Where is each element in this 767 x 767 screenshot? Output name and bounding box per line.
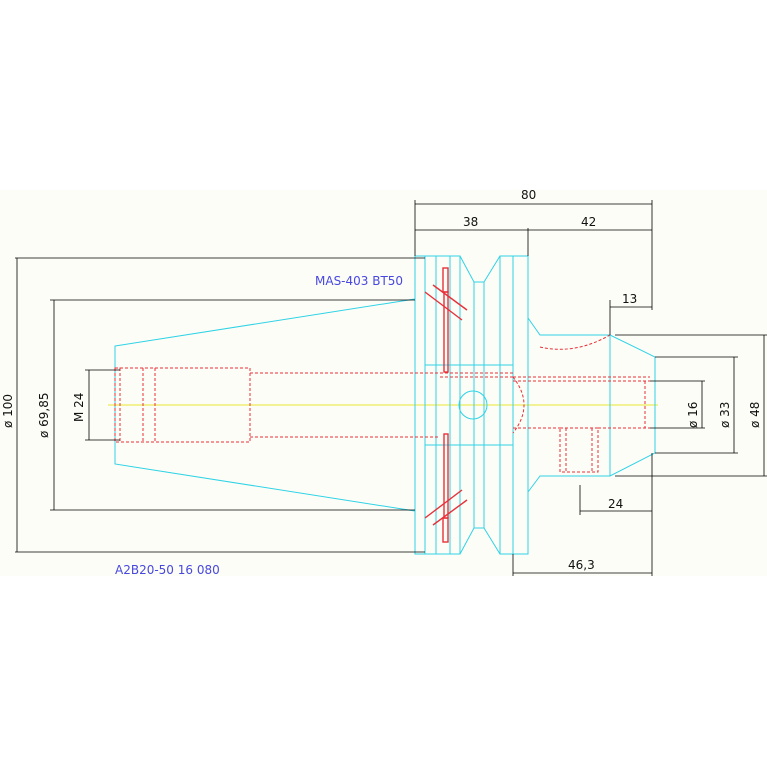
part-number-label: A2B20-50 16 080 — [115, 563, 220, 577]
coolant-pin-top — [443, 291, 449, 373]
dim-thread-m24: M 24 — [72, 393, 86, 422]
dim-24: 24 — [608, 497, 623, 511]
collar-slot — [559, 427, 599, 473]
dim-dia-33: ø 33 — [718, 402, 732, 428]
dim-dia-48: ø 48 — [748, 402, 762, 428]
coolant-pin-bottom — [443, 433, 449, 519]
dim-38: 38 — [463, 215, 478, 229]
v-groove — [459, 255, 501, 283]
dim-dia-69-85: ø 69,85 — [37, 392, 51, 438]
dim-42: 42 — [581, 215, 596, 229]
drawing-background — [0, 190, 767, 576]
nose-relief — [539, 334, 611, 350]
nose-outline — [527, 317, 656, 493]
key-hole — [458, 390, 488, 420]
dim-80: 80 — [521, 188, 536, 202]
bore-end — [512, 376, 525, 434]
flange-face — [512, 255, 529, 555]
bore-rear — [114, 367, 251, 443]
dim-dia-100: ø 100 — [1, 394, 15, 428]
dim-46-3: 46,3 — [568, 558, 595, 572]
dim-13: 13 — [622, 292, 637, 306]
standard-label: MAS-403 BT50 — [315, 274, 403, 288]
flange-inner — [424, 255, 461, 555]
dim-dia-16: ø 16 — [686, 402, 700, 428]
